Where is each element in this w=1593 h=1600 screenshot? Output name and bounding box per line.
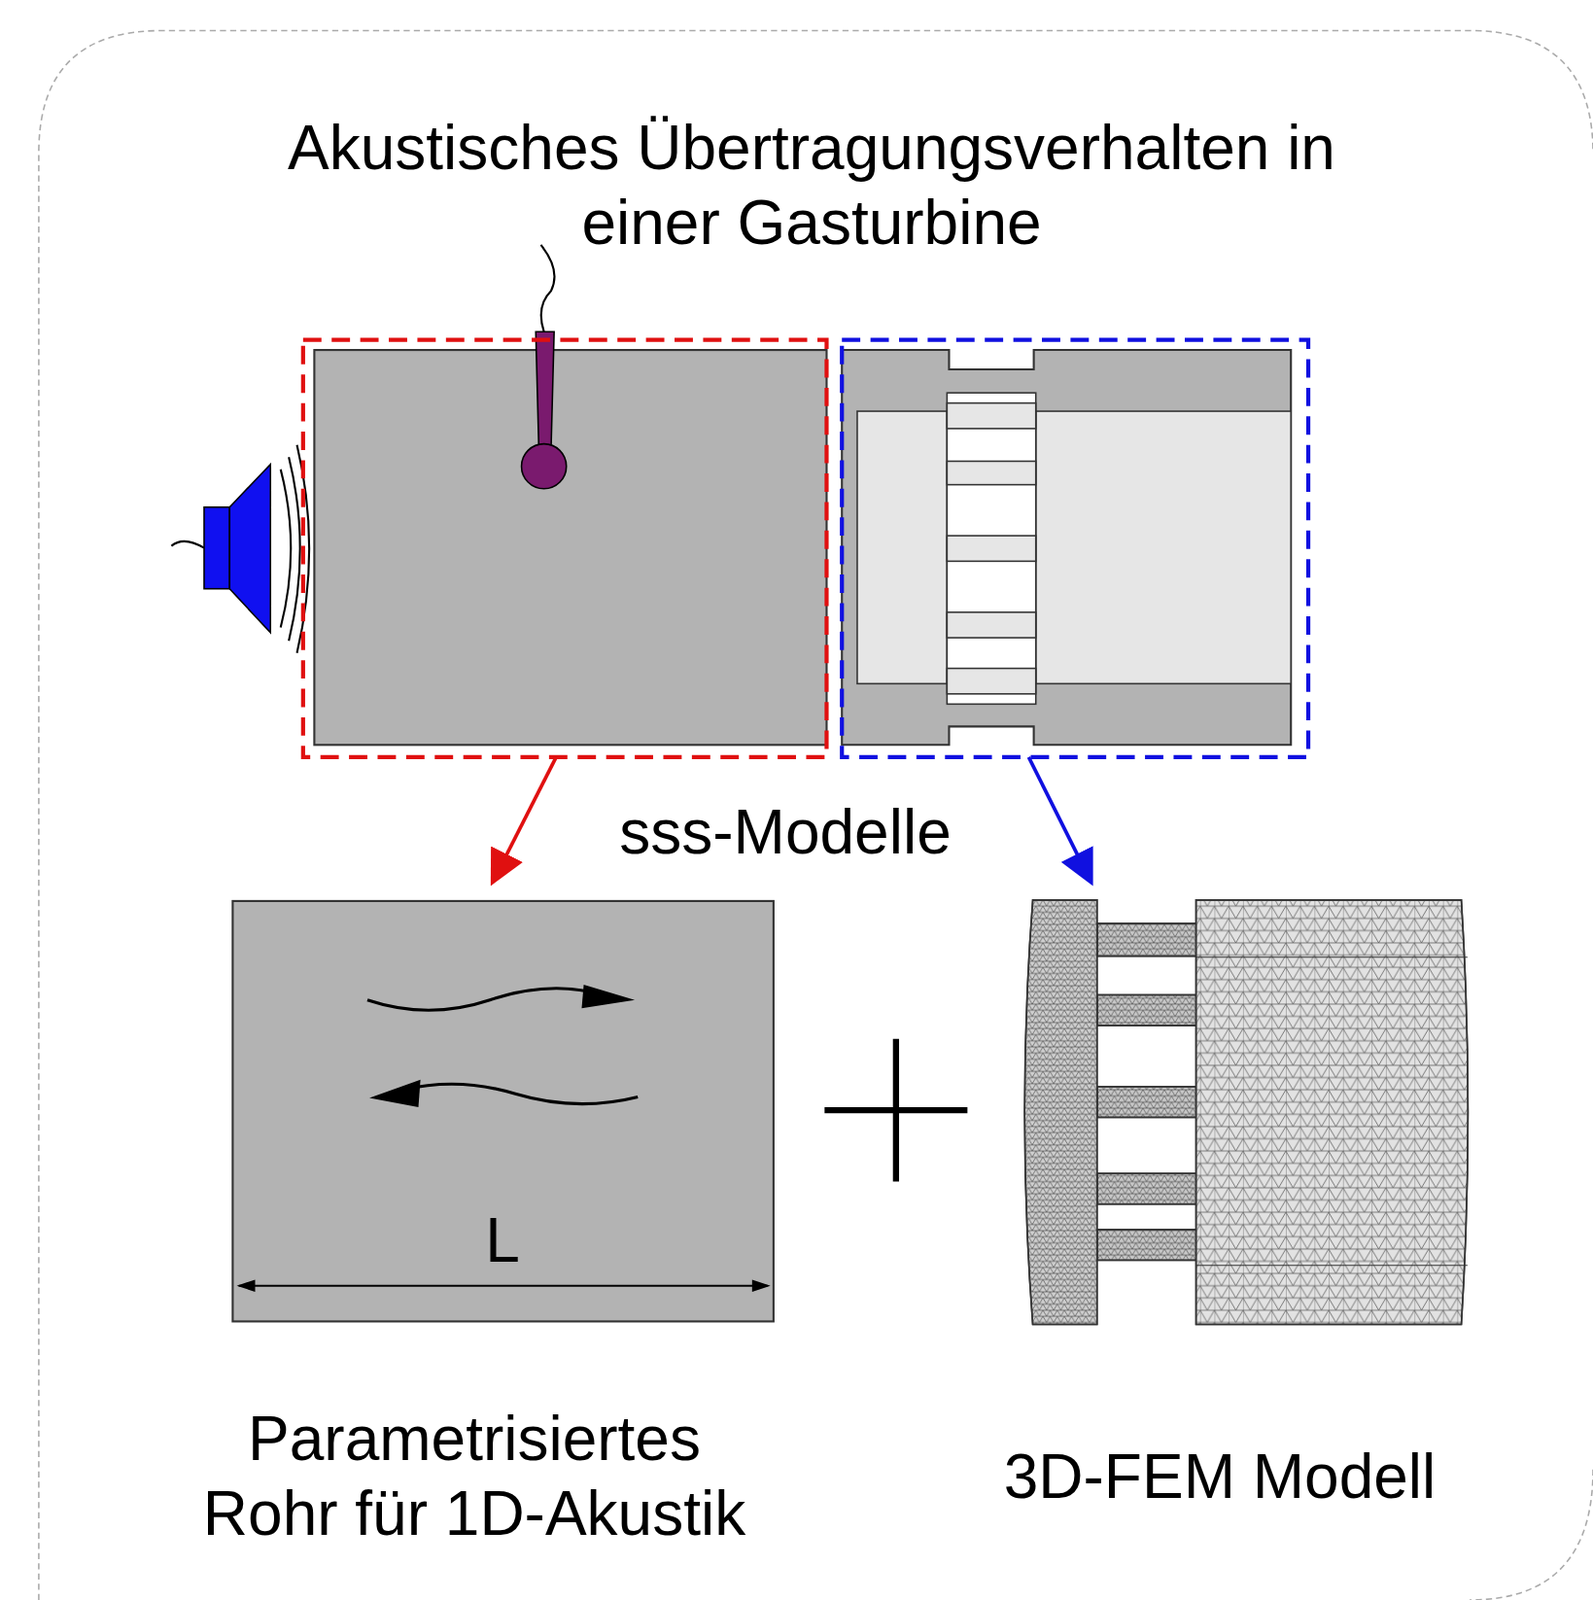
fem-model: 3D-FEM Modell bbox=[1020, 898, 1470, 1327]
node-caption: 3D-FEM Modell bbox=[947, 1439, 1492, 1515]
dimension-label: L bbox=[405, 1203, 600, 1279]
title: Akustisches Übertragungsverhalten in ein… bbox=[228, 110, 1395, 261]
tube-box: LParametrisiertes Rohr für 1D-Akustik bbox=[232, 900, 774, 1322]
section-label: sss-Modelle bbox=[542, 795, 1029, 870]
node-caption: Parametrisiertes Rohr für 1D-Akustik bbox=[182, 1401, 766, 1552]
